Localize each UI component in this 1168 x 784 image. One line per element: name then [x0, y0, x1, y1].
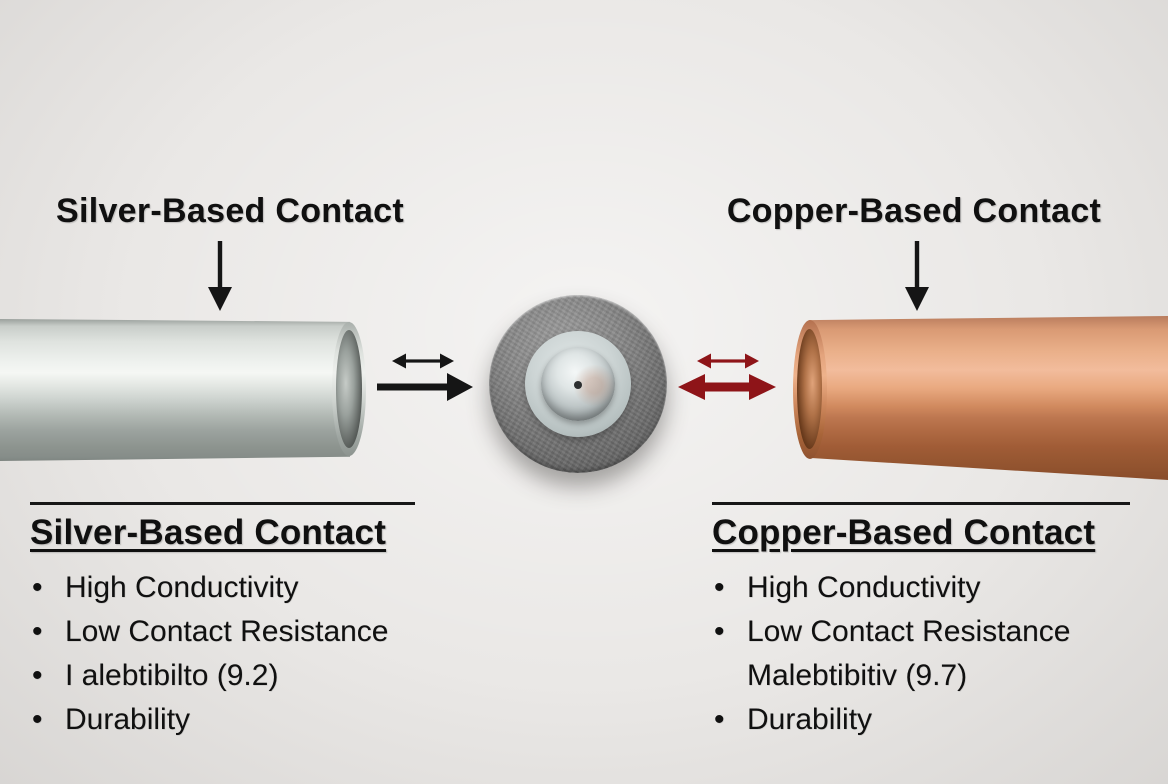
- silver-tube-body: [0, 319, 350, 461]
- list-item: • I alebtibilto (9.2): [32, 654, 462, 698]
- silver-callout-label: Silver-Based Contact: [56, 192, 404, 230]
- contact-rivet-center-dot: [574, 381, 582, 390]
- list-item-text: Low Contact Resistance: [65, 615, 389, 648]
- bullet-marker: •: [714, 703, 725, 736]
- bullet-marker: •: [32, 703, 43, 736]
- list-item-text: Low Contact Resistance: [747, 615, 1071, 648]
- black-right-arrow-icon: [377, 373, 473, 401]
- bullet-marker: •: [32, 615, 43, 648]
- list-item-text: High Conductivity: [747, 571, 981, 604]
- bullet-marker: •: [32, 659, 43, 692]
- list-item-text: Durability: [65, 703, 191, 736]
- black-double-arrow-icon: [392, 353, 454, 369]
- list-item: • High Conductivity: [32, 566, 462, 610]
- list-item: • Low Contact Resistance: [32, 610, 462, 654]
- list-item: • Durability: [32, 698, 462, 742]
- copper-panel-list: • High Conductivity • Low Contact Resist…: [714, 566, 1164, 742]
- list-item-continuation: Malebtibitiv (9.7): [714, 654, 1164, 698]
- list-item-text: Malebtibitiv (9.7): [747, 659, 968, 692]
- copper-tube-bore: [797, 329, 822, 449]
- copper-panel-heading: Copper-Based Contact: [712, 513, 1096, 552]
- down-arrow-icon: [905, 241, 929, 311]
- list-item: • High Conductivity: [714, 566, 1164, 610]
- silver-tube: [0, 319, 366, 461]
- copper-tube: [793, 316, 1168, 480]
- contact-rivet-dome: [541, 347, 615, 421]
- red-double-arrow-large-icon: [678, 374, 776, 400]
- silver-panel-heading: Silver-Based Contact: [30, 513, 387, 552]
- list-item: • Durability: [714, 698, 1164, 742]
- list-item-text: High Conductivity: [65, 571, 299, 604]
- contact-rivet-disc: [489, 295, 667, 473]
- list-item-text: Durability: [747, 703, 873, 736]
- down-arrow-icon: [208, 241, 232, 311]
- divider-line: [712, 502, 1130, 505]
- red-double-arrow-icon: [697, 353, 759, 369]
- bullet-marker: •: [32, 571, 43, 604]
- copper-tube-body: [809, 316, 1168, 480]
- bullet-marker: •: [714, 571, 725, 604]
- silver-panel-list: • High Conductivity • Low Contact Resist…: [32, 566, 462, 742]
- copper-callout-label: Copper-Based Contact: [726, 192, 1102, 230]
- divider-line: [30, 502, 415, 505]
- silver-tube-bore: [336, 330, 362, 448]
- list-item-text: I alebtibilto (9.2): [65, 659, 279, 692]
- list-item: • Low Contact Resistance: [714, 610, 1164, 654]
- bullet-marker: •: [714, 615, 725, 648]
